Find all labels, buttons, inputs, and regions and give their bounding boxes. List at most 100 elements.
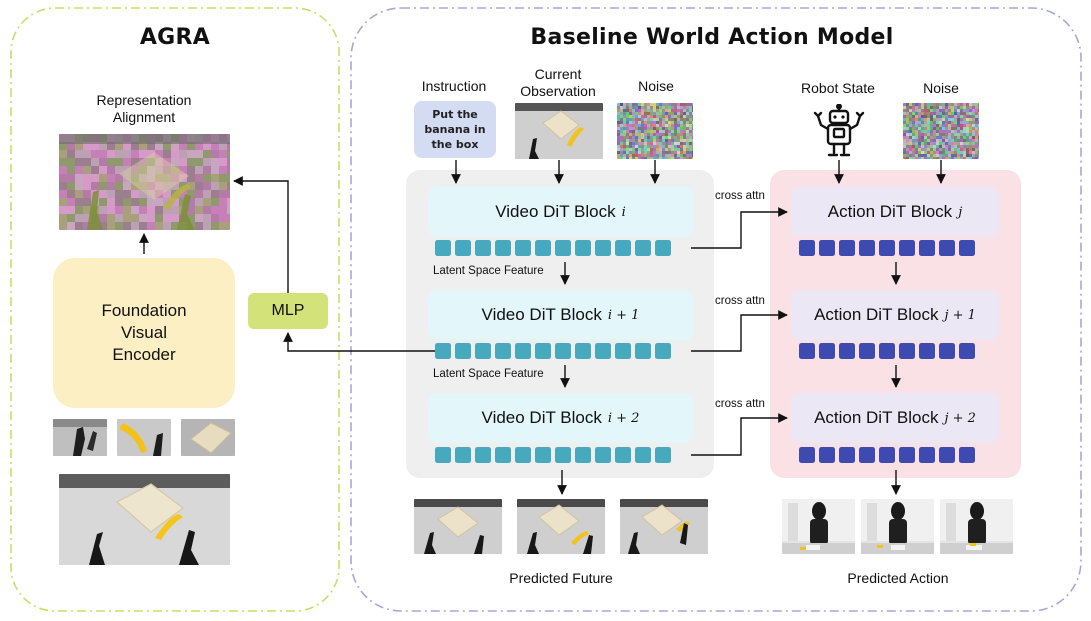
token [635, 240, 651, 256]
predicted-future-frame-2 [517, 499, 605, 554]
video-tokens-row-1 [435, 240, 671, 256]
token [555, 240, 571, 256]
noise-label: Noise [638, 78, 674, 94]
encoder-label: Foundation Visual Encoder [101, 301, 187, 364]
action-block-name: Action DiT Block [814, 305, 939, 324]
cross-attn-label-3: cross attn [715, 398, 765, 410]
token [455, 447, 471, 463]
instruction-text: Put the banana in the box [424, 108, 486, 151]
noise-label-2: Noise [923, 80, 959, 96]
token [879, 240, 895, 256]
token [615, 240, 631, 256]
token [555, 447, 571, 463]
agra-panel-border [10, 7, 340, 612]
mlp-box: MLP [248, 293, 328, 329]
token [575, 343, 591, 359]
token [799, 447, 815, 463]
token [879, 447, 895, 463]
agra-title: AGRA [139, 25, 211, 50]
token [655, 447, 671, 463]
token [859, 447, 875, 463]
current-observation-label: Current Observation [520, 66, 596, 99]
token [819, 240, 835, 256]
token [615, 447, 631, 463]
token [595, 343, 611, 359]
predicted-future-frame-3 [620, 499, 708, 554]
token [575, 447, 591, 463]
token [535, 447, 551, 463]
token [799, 343, 815, 359]
token [939, 447, 955, 463]
cross-attn-label-2: cross attn [715, 295, 765, 307]
token [799, 240, 815, 256]
predicted-action-frame-1 [782, 499, 855, 554]
action-tokens-row-1 [799, 240, 975, 256]
token [919, 343, 935, 359]
token [475, 343, 491, 359]
token [939, 343, 955, 359]
action-block-index: j + 1 [944, 307, 976, 323]
video-block-index: i + 1 [607, 307, 640, 323]
predicted-action-label: Predicted Action [847, 570, 949, 586]
current-observation-image [515, 103, 603, 159]
action-tokens-row-2 [799, 343, 975, 359]
representation-alignment-image [59, 134, 230, 230]
video-noise-image [617, 103, 693, 159]
predicted-future-frame-1 [414, 499, 502, 554]
token [535, 240, 551, 256]
action-noise-image [903, 103, 979, 159]
token [435, 447, 451, 463]
token [495, 343, 511, 359]
token [839, 343, 855, 359]
crop-box [181, 419, 235, 456]
video-tokens-row-3 [435, 447, 671, 463]
token [819, 447, 835, 463]
token [455, 343, 471, 359]
action-block-name: Action DiT Block [827, 202, 953, 221]
token [495, 240, 511, 256]
action-block-name: Action DiT Block [814, 408, 939, 427]
token [595, 447, 611, 463]
predicted-action-frame-3 [940, 499, 1013, 554]
instruction-label: Instruction [421, 78, 487, 94]
token [435, 240, 451, 256]
token [575, 240, 591, 256]
instruction-box: Put the banana in the box [414, 101, 496, 158]
cross-attn-label-1: cross attn [715, 190, 765, 202]
token [595, 240, 611, 256]
token [899, 447, 915, 463]
foundation-visual-encoder: Foundation Visual Encoder [53, 258, 235, 408]
token [615, 343, 631, 359]
token [635, 447, 651, 463]
token [475, 447, 491, 463]
token [555, 343, 571, 359]
observation-image-large [59, 474, 230, 565]
crop-banana [117, 419, 171, 456]
token [959, 343, 975, 359]
video-tokens-row-2 [435, 343, 671, 359]
token [435, 343, 451, 359]
token [939, 240, 955, 256]
token [515, 447, 531, 463]
robot-state-label: Robot State [801, 80, 875, 96]
token [919, 240, 935, 256]
token [839, 447, 855, 463]
action-dit-block-j: Action DiT Block j [791, 187, 999, 237]
predicted-future-label: Predicted Future [509, 570, 613, 586]
action-block-index: j [958, 204, 963, 220]
token [635, 343, 651, 359]
predicted-action-frame-2 [861, 499, 934, 554]
token [475, 240, 491, 256]
video-block-name: Video DiT Block [481, 305, 602, 324]
token [515, 343, 531, 359]
baseline-panel-border [350, 7, 1082, 612]
video-block-index: i [621, 204, 626, 220]
crop-gripper-left [53, 419, 107, 456]
token [959, 447, 975, 463]
video-block-index: i + 2 [607, 410, 640, 426]
token [655, 240, 671, 256]
token [819, 343, 835, 359]
representation-alignment-label: Representation Alignment [96, 92, 192, 125]
